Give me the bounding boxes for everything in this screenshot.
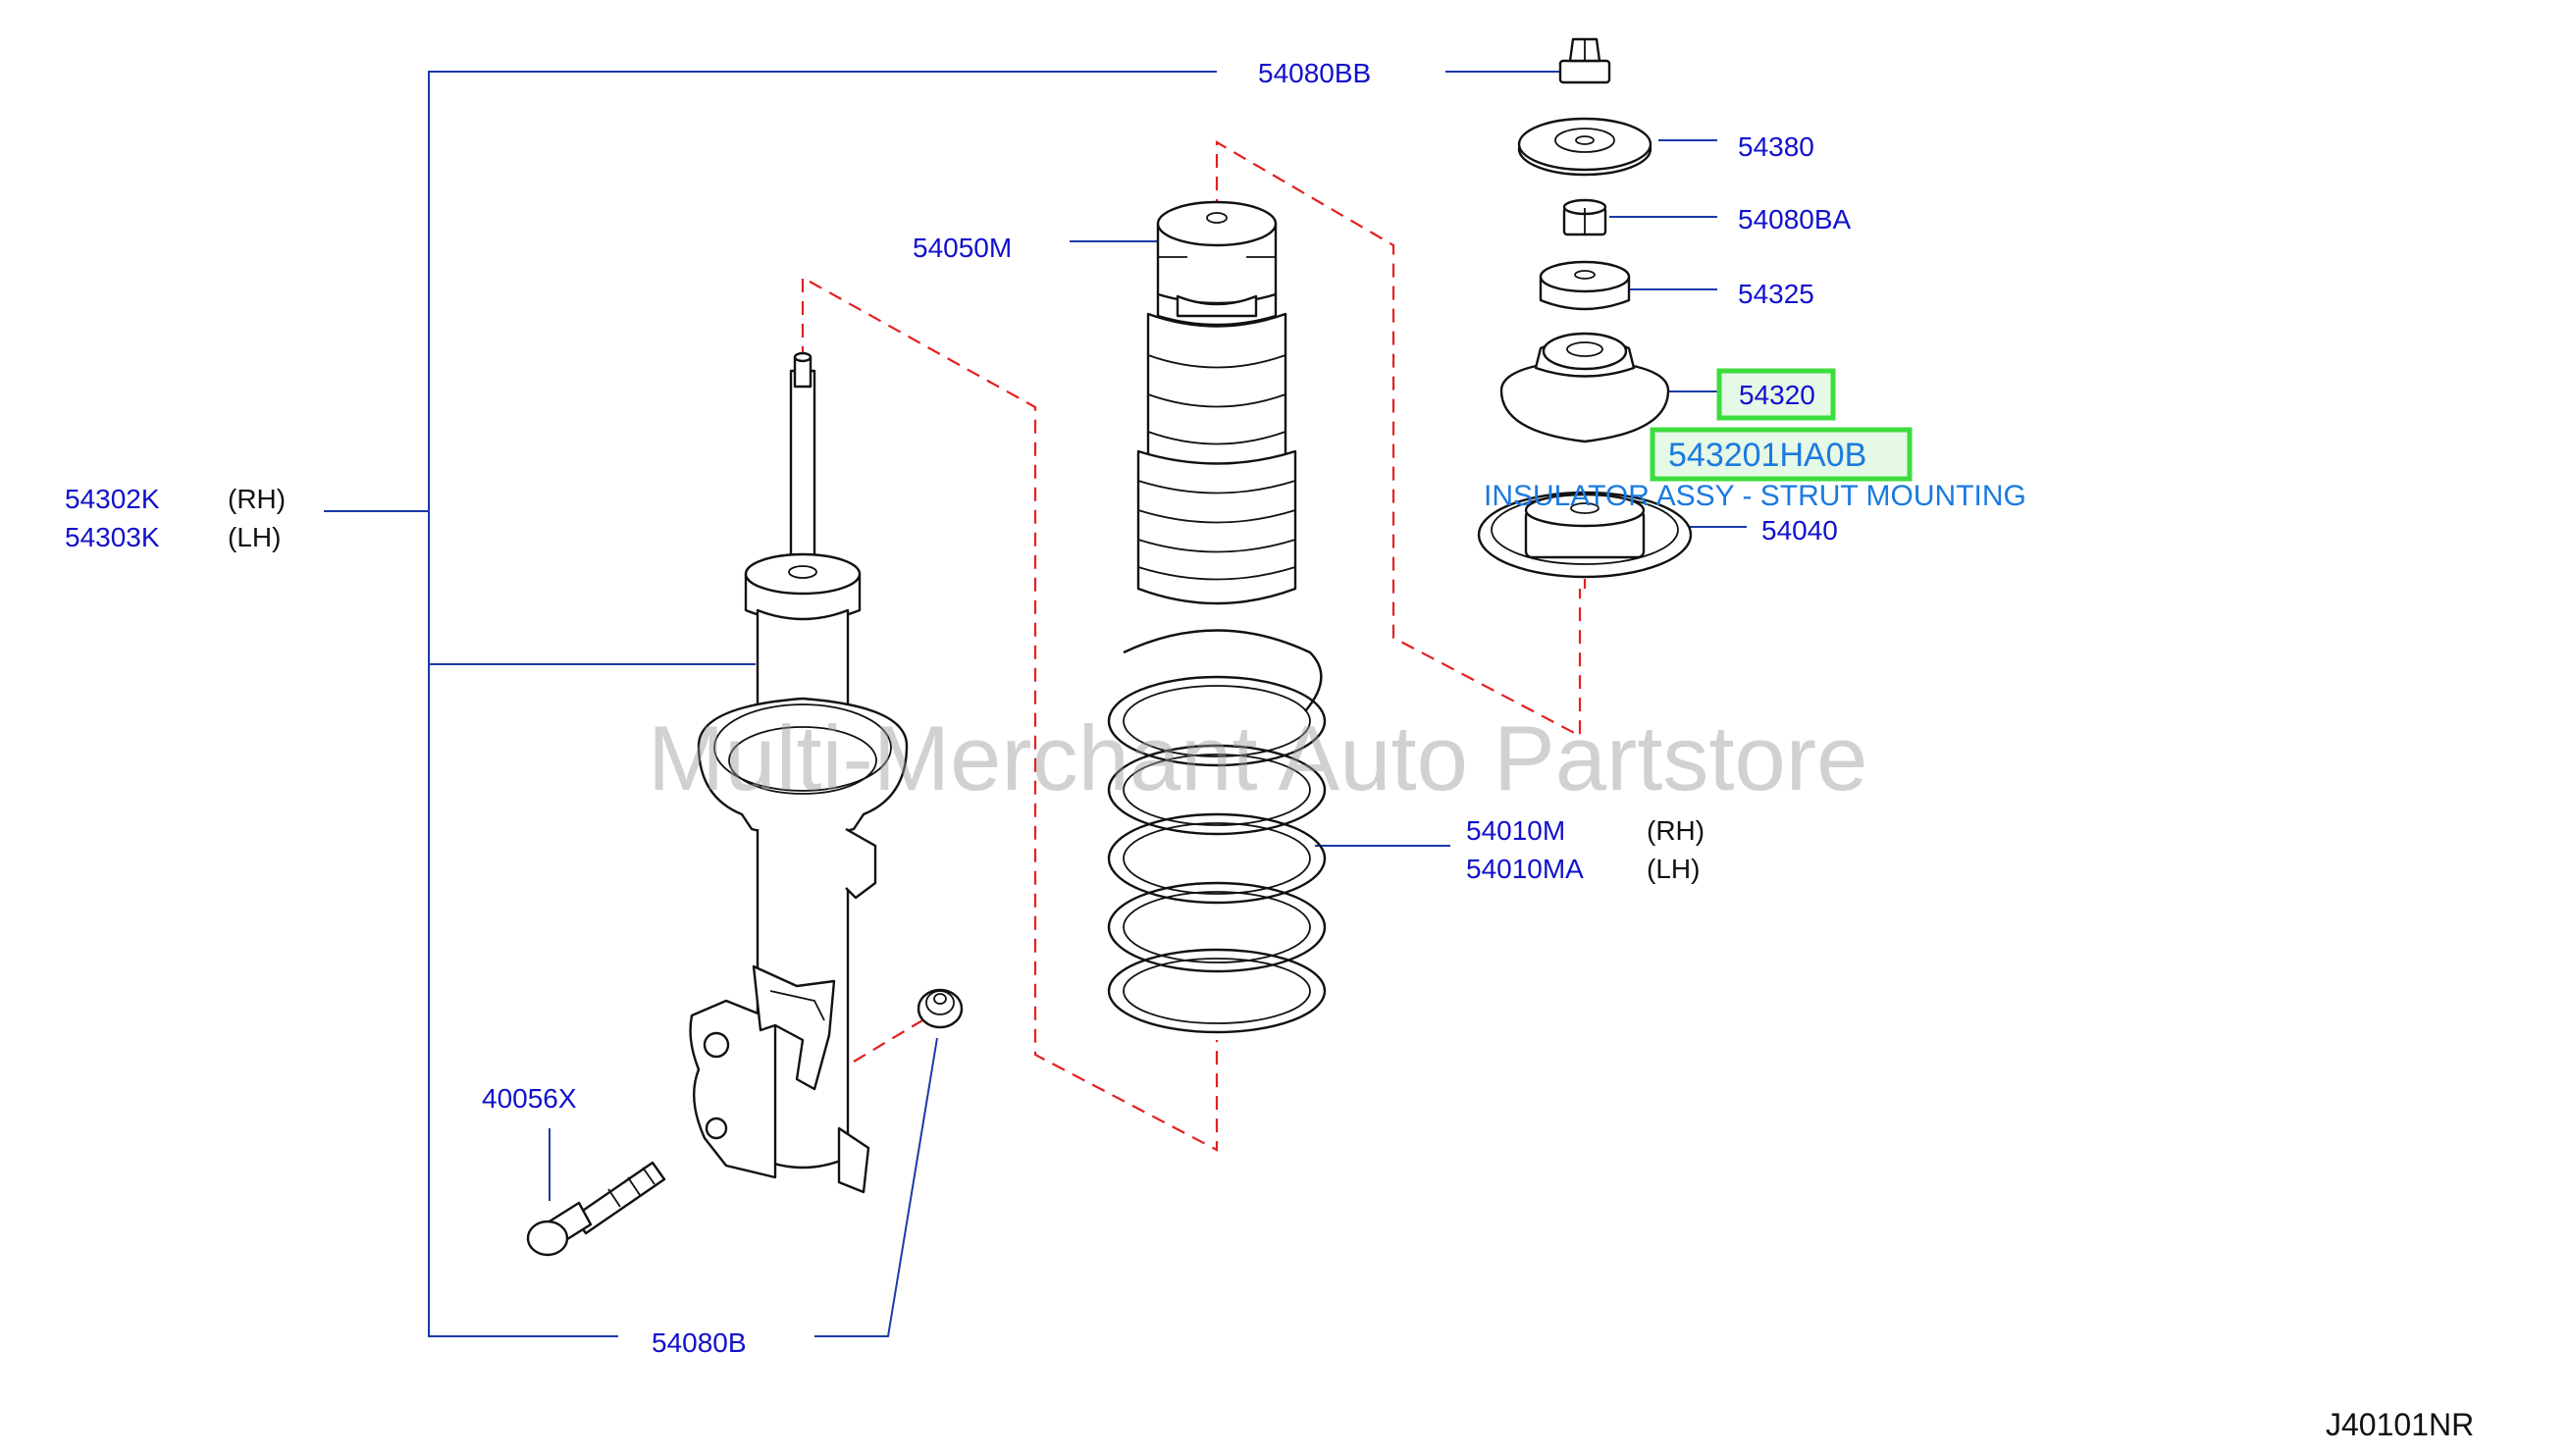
label-54050M[interactable]: 54050M [913,233,1012,263]
label-rh-spring: (RH) [1647,815,1705,846]
label-54380[interactable]: 54380 [1738,131,1814,162]
insulator-54320 [1499,332,1670,443]
label-lh-spring: (LH) [1647,854,1700,884]
washer-54380 [1517,117,1652,177]
strut-assembly [689,351,909,1194]
nut-54080B [917,988,964,1029]
label-lh-strut: (LH) [228,522,281,552]
label-54302K[interactable]: 54302K [65,484,160,514]
assembly-dash-lines [801,140,1582,1152]
coil-spring [1107,629,1327,1034]
leader-lines [324,71,1747,1337]
label-54010MA[interactable]: 54010MA [1466,854,1584,884]
flange-nut-top [1558,37,1611,84]
label-54010M[interactable]: 54010M [1466,815,1565,846]
part-description: INSULATOR ASSY - STRUT MOUNTING [1484,480,2026,512]
nut-54080BA [1562,198,1607,236]
label-54303K[interactable]: 54303K [65,522,160,552]
bushing-54325 [1539,260,1631,311]
watermark: Multi-Merchant Auto Partstore [648,706,1867,809]
label-54320[interactable]: 54320 [1739,380,1815,410]
diagram-code: J40101NR [2326,1407,2474,1442]
label-40056X[interactable]: 40056X [482,1083,577,1114]
label-rh-strut: (RH) [228,484,286,514]
label-54080BB[interactable]: 54080BB [1258,58,1371,88]
highlight-boxes [1650,368,1913,482]
bolt-40056X [526,1161,666,1257]
bump-stop-boot [1136,200,1297,605]
mounting-54040 [1477,491,1693,589]
highlighted-part-number[interactable]: 543201HA0B [1668,437,1866,474]
label-54325[interactable]: 54325 [1738,279,1814,309]
label-54080B[interactable]: 54080B [652,1327,747,1358]
label-54040[interactable]: 54040 [1761,515,1838,546]
label-54080BA[interactable]: 54080BA [1738,204,1852,234]
